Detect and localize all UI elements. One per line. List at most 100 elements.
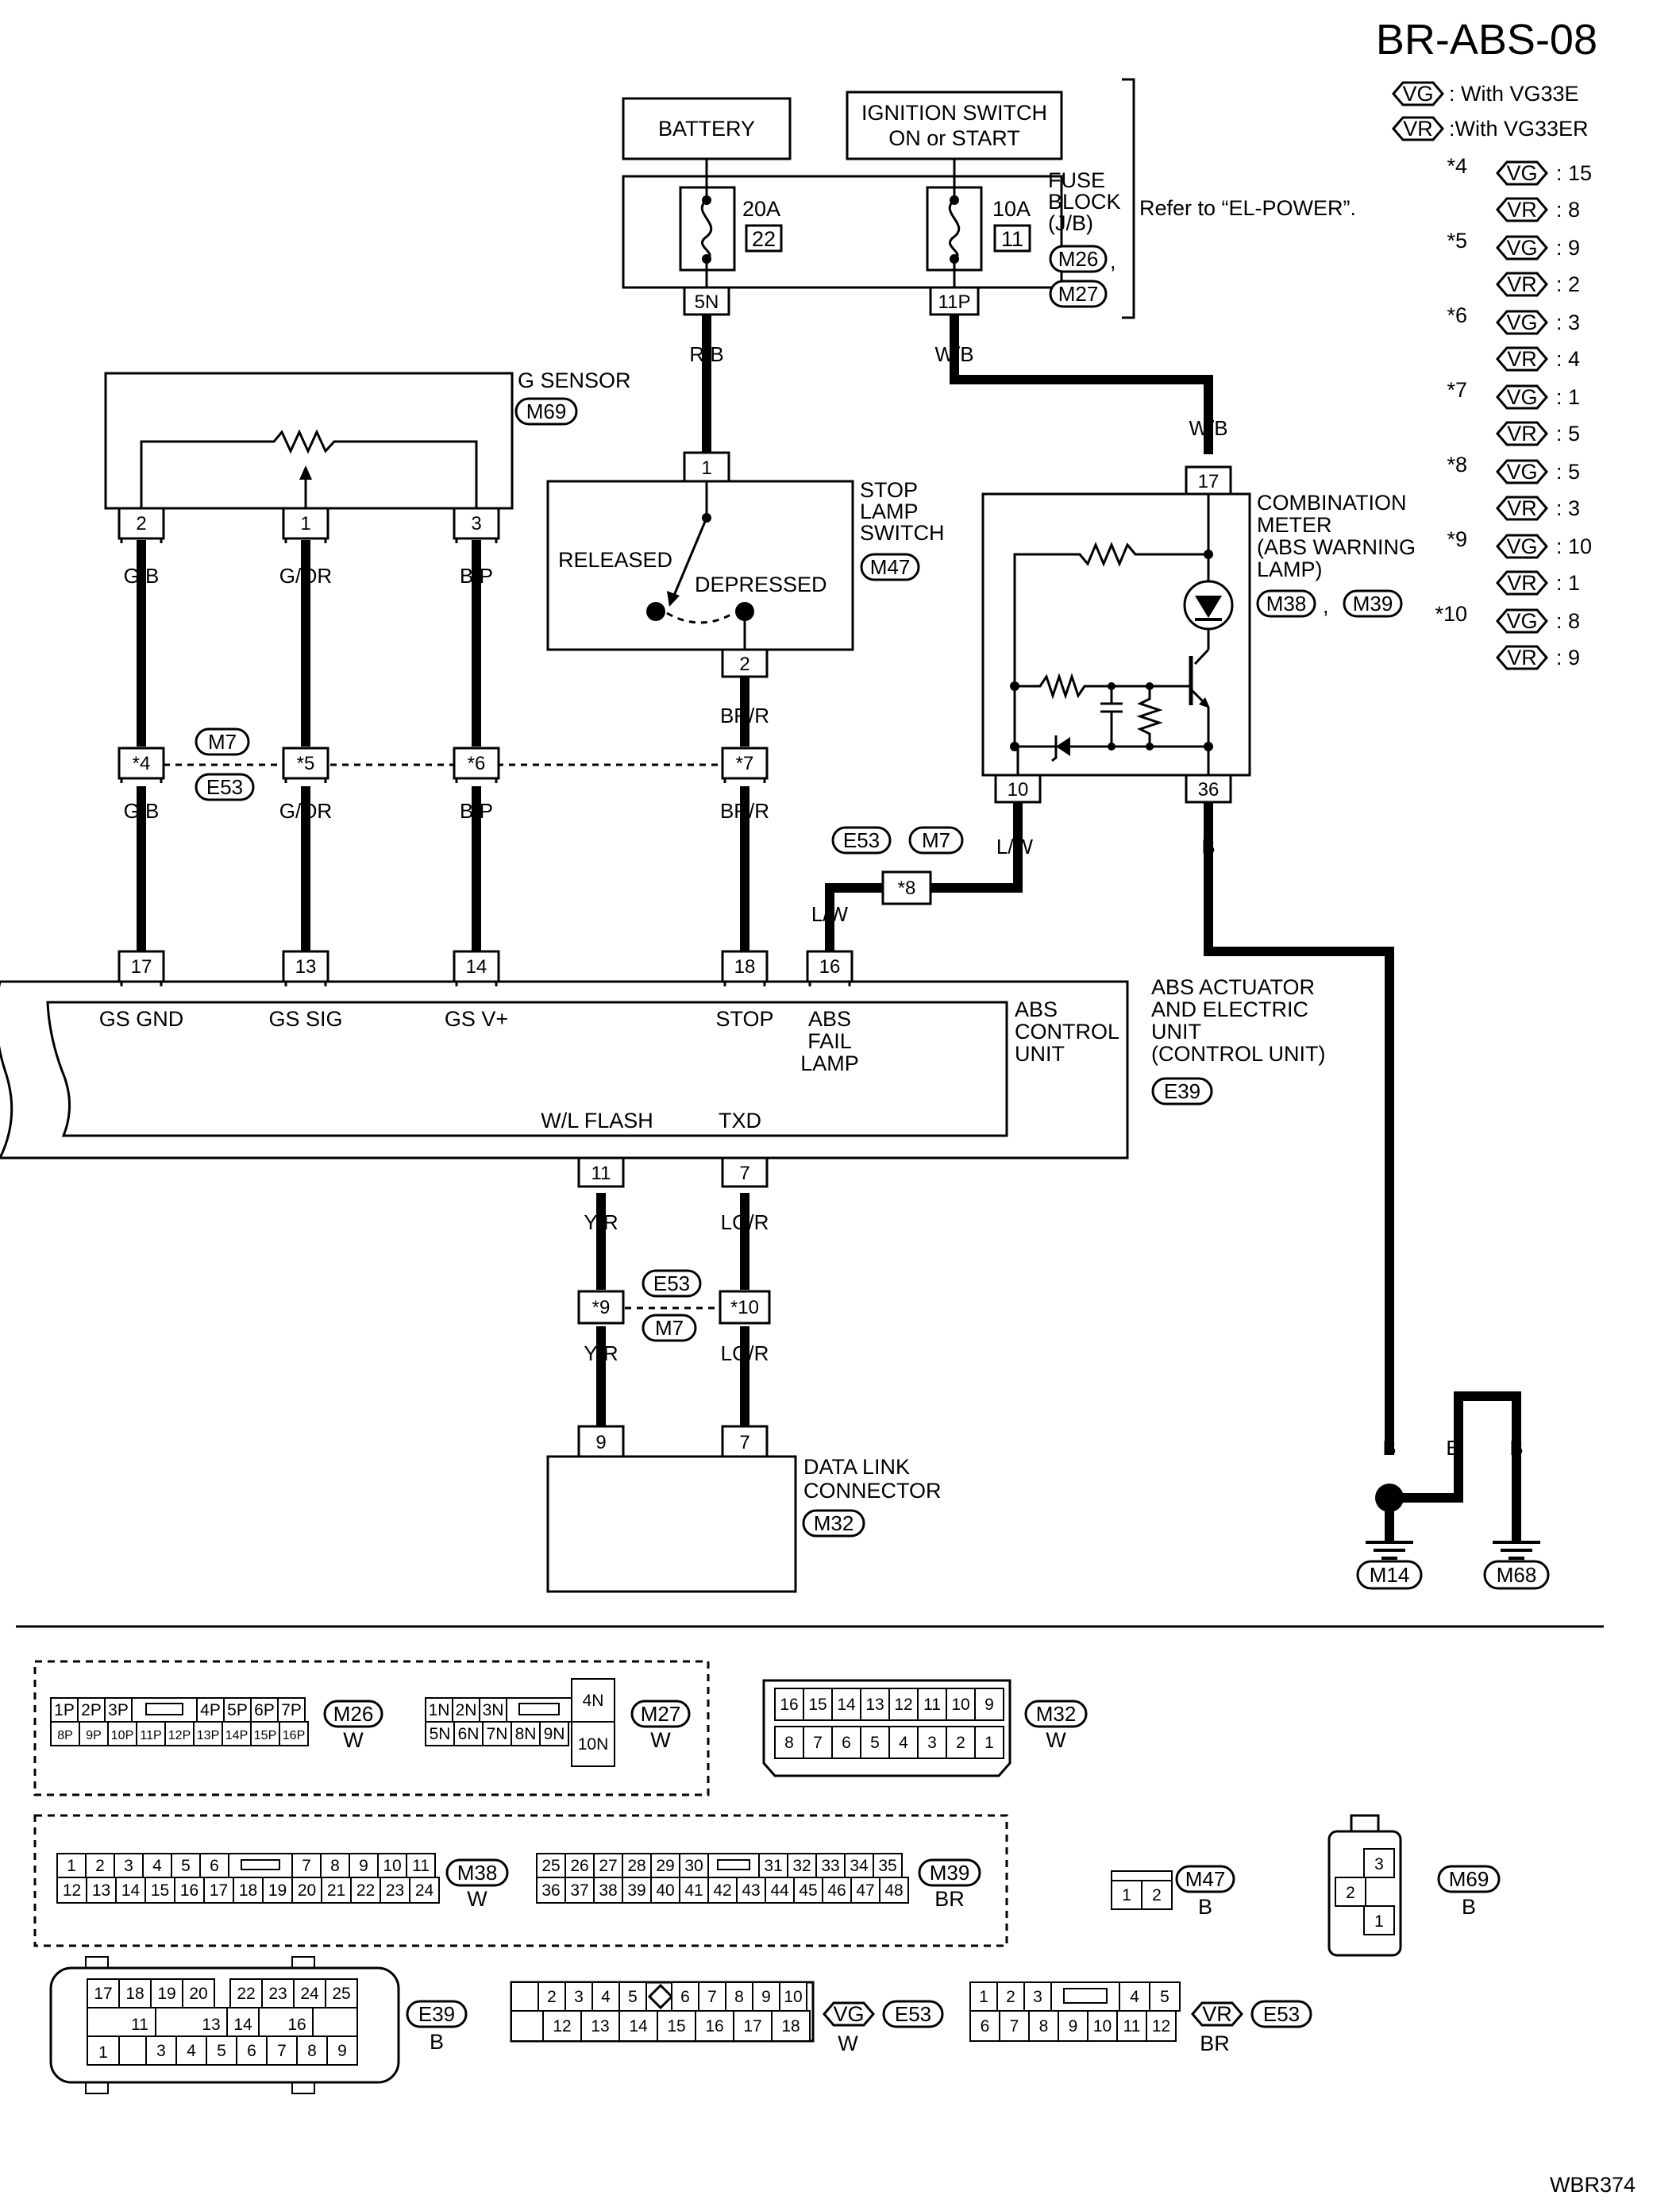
g-sensor-pin-2: 2 xyxy=(118,507,165,543)
face-e39-color: B xyxy=(430,2030,444,2054)
face-m69-pin-2 xyxy=(1335,1877,1366,1907)
legend-ref-star: *9 xyxy=(1447,527,1467,551)
wire-label-b-g1: B xyxy=(1382,1436,1396,1460)
conn-tag-m7-c xyxy=(642,1314,697,1342)
joint-pin-label: *9 xyxy=(592,1297,611,1318)
face-m32-code: M32 xyxy=(1036,1702,1077,1726)
face-e53-vr-color: BR xyxy=(1200,2032,1230,2055)
face-e53-vg-cell-label: 15 xyxy=(667,2017,685,2035)
face-m26-cell-label: 2P xyxy=(81,1701,102,1719)
abs-label-gs-gnd: GS GND xyxy=(99,1007,184,1031)
face-m32-cell-label: 5 xyxy=(870,1734,880,1752)
face-m26-tag xyxy=(323,1700,383,1728)
abs-label-gs-v: GS V+ xyxy=(445,1007,508,1031)
face-e39-cell-label: 19 xyxy=(157,1985,175,2003)
joint-pin-label: *10 xyxy=(730,1297,759,1318)
abs-pin-18-box xyxy=(721,950,769,983)
face-e39-cell-label: 7 xyxy=(277,2042,287,2060)
face-m26-cell-label: 6P xyxy=(254,1701,275,1719)
face-m26-code: M26 xyxy=(333,1702,374,1726)
joint-connector-pins-3: *9 *10 xyxy=(577,1290,771,1325)
face-m39-cell-label: 29 xyxy=(656,1857,674,1875)
ground-tag-m14 xyxy=(1356,1560,1423,1590)
face-m26-cell-label: 9P xyxy=(86,1729,102,1742)
face-e39-cell xyxy=(175,2035,207,2066)
conn-tag-m38 xyxy=(1256,589,1316,618)
ignition-switch-box xyxy=(846,91,1063,160)
face-e53-vg-cell xyxy=(671,1981,699,2012)
face-m39-cell-label: 40 xyxy=(656,1881,674,1900)
fuse-20a xyxy=(679,176,736,287)
abs-unit-name-1: ABS xyxy=(1015,997,1058,1021)
abs-desc-3: UNIT xyxy=(1151,1020,1201,1044)
face-m39-cell-label: 46 xyxy=(827,1881,846,1900)
face-e53-vr-cell xyxy=(1023,1981,1052,2012)
face-m39-cell-label: 26 xyxy=(570,1857,588,1875)
wire-label-gor-top: G/OR xyxy=(279,564,332,588)
face-m32-cell-label: 15 xyxy=(808,1696,827,1714)
face-e53-vr-code: E53 xyxy=(1263,2002,1300,2026)
abs-pin-17-label: 17 xyxy=(131,956,152,978)
face-m69-color: B xyxy=(1462,1895,1476,1919)
face-m39-cell-label: 30 xyxy=(684,1857,703,1875)
face-m38-cell-label: 8 xyxy=(330,1857,340,1875)
face-m32-cell xyxy=(774,1688,804,1721)
legend-ref-vr-code: VR xyxy=(1507,422,1537,446)
legend-ref-vg-code: VG xyxy=(1506,311,1537,334)
face-m39-cell-label: 36 xyxy=(541,1881,560,1900)
face-e39-cell-label: 1 xyxy=(98,2043,108,2062)
legend-ref-vg-tag xyxy=(1496,235,1548,260)
face-m47-cell-label: 2 xyxy=(1152,1886,1162,1904)
abs-label-gs-sig: GS SIG xyxy=(268,1007,342,1031)
face-e39-cell-label: 9 xyxy=(337,2042,347,2060)
face-m38-tag xyxy=(445,1858,509,1887)
face-m26-cell-label: 12P xyxy=(168,1729,191,1742)
joint-pin-ref7-label: *7 xyxy=(736,753,754,774)
fuse-11-no: 11 xyxy=(1001,227,1023,251)
fuse-block-label-1: FUSE xyxy=(1048,168,1105,192)
face-e53-vg-cell-label: 16 xyxy=(705,2017,723,2035)
face-m27-cell-label: 7N xyxy=(487,1725,508,1743)
legend-ref-vg-tag xyxy=(1496,534,1548,559)
joint2-conn-e53: E53 xyxy=(843,828,880,852)
face-m27-cell-label: 1N xyxy=(429,1701,450,1719)
face-e39-mid-label: 16 xyxy=(287,2016,306,2034)
abs-pin-18-latch xyxy=(723,982,766,986)
joint3-conn-e53: E53 xyxy=(653,1271,690,1295)
page-title: BR-ABS-08 xyxy=(1376,16,1597,64)
terminal-5n xyxy=(683,286,730,316)
face-m38-cell-label: 12 xyxy=(63,1881,81,1900)
face-e53-vg-cell-label: 9 xyxy=(761,1988,771,2006)
legend-ref-vg-value: : 5 xyxy=(1556,460,1580,484)
face-m27-cell-label: 8N xyxy=(515,1725,537,1743)
wire-label-b-meter: B xyxy=(1201,835,1215,859)
face-m26-cell-label: 1P xyxy=(54,1701,75,1719)
legend-ref-vr-tag xyxy=(1496,197,1548,222)
face-m26-cell-label: 8P xyxy=(57,1729,73,1742)
face-e53-vg-cell-label: 3 xyxy=(574,1988,584,2006)
legend-ref-vg-code: VG xyxy=(1506,460,1537,484)
face-m32-cell xyxy=(974,1726,1004,1759)
face-m39-tag xyxy=(918,1858,981,1887)
abs-pin-13: 13 xyxy=(282,950,329,986)
face-m38-cell-label: 15 xyxy=(151,1881,169,1900)
face-m38-key-slot xyxy=(241,1859,280,1870)
face-e53-vg-cell xyxy=(511,1981,539,2012)
face-m38-cell-label: 24 xyxy=(415,1881,434,1900)
face-m32-cell xyxy=(831,1726,861,1759)
face-m39-cell-label: 43 xyxy=(742,1881,760,1900)
dlc-pin-9-label: 9 xyxy=(595,1432,606,1453)
abs-pin-11-label: 11 xyxy=(591,1163,611,1184)
face-m32-cell xyxy=(974,1688,1004,1721)
vr-code: VR xyxy=(1403,117,1433,141)
wire-label-b-g3: B xyxy=(1509,1436,1523,1460)
face-e39-cell-label: 8 xyxy=(307,2042,317,2060)
face-m32-cell-label: 11 xyxy=(923,1696,941,1714)
face-m39-cell-label: 35 xyxy=(878,1857,896,1875)
face-e53-vg-cell-label: 17 xyxy=(743,2017,761,2035)
